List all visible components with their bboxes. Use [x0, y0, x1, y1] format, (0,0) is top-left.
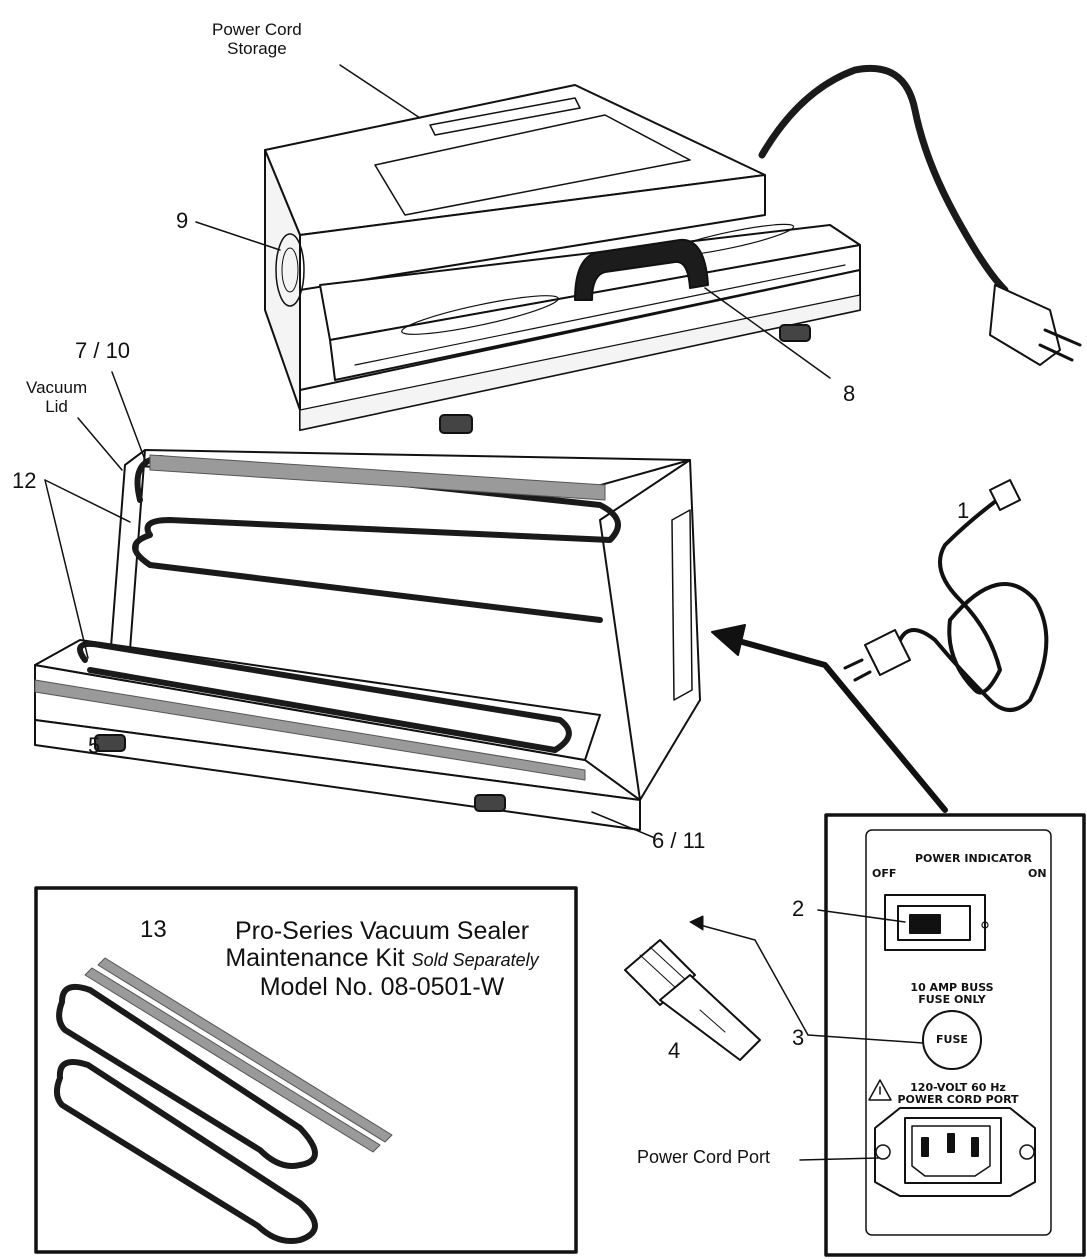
plug-icon — [989, 284, 1082, 366]
control-panel-illustration — [689, 813, 1086, 1257]
callout-3: 3 — [792, 1025, 805, 1050]
callout-vacuum-lid-line2: Lid — [45, 397, 68, 416]
callout-power-cord-storage-line1: Power Cord — [212, 20, 302, 39]
callout-9: 9 — [176, 208, 189, 233]
panel-fuse-note-line1: 10 AMP BUSS — [910, 981, 994, 994]
callout-5: 5 — [88, 733, 101, 758]
sealer-open-illustration — [34, 371, 701, 839]
panel-power-indicator-text: POWER INDICATOR — [915, 852, 1032, 865]
callout-power-cord-port: Power Cord Port — [637, 1147, 771, 1167]
panel-port-note: 120-VOLT 60 Hz POWER CORD PORT — [893, 1082, 1023, 1106]
kit-line2-row: Maintenance Kit Sold Separately — [192, 945, 572, 974]
callout-power-cord-storage: Power Cord Storage — [212, 20, 302, 58]
panel-fuse-note: 10 AMP BUSS FUSE ONLY — [902, 982, 1002, 1006]
panel-fuse-note-line2: FUSE ONLY — [918, 993, 986, 1006]
warning-icon — [868, 1079, 892, 1101]
power-cord-illustration — [843, 479, 1049, 712]
kit-line3: Model No. 08-0501-W — [259, 973, 505, 1001]
callout-6-11: 6 / 11 — [652, 828, 706, 853]
callout-4: 4 — [668, 1038, 681, 1063]
kit-line2: Maintenance Kit — [225, 944, 405, 972]
power-port-icon — [874, 1107, 1036, 1197]
panel-port-note-line2: POWER CORD PORT — [897, 1093, 1019, 1106]
panel-on-text: ON — [1028, 867, 1047, 880]
arrow-to-panel-icon — [711, 624, 948, 813]
callout-12: 12 — [12, 468, 37, 493]
callout-1: 1 — [957, 498, 970, 523]
callout-vacuum-lid: Vacuum Lid — [26, 378, 87, 416]
panel-off-text: OFF — [872, 867, 897, 880]
panel-port-note-line1: 120-VOLT 60 Hz — [910, 1081, 1006, 1094]
callout-2: 2 — [792, 896, 805, 921]
kit-number: 13 — [140, 916, 167, 943]
maintenance-kit-illustration — [34, 886, 578, 1254]
callout-vacuum-lid-line1: Vacuum — [26, 378, 88, 397]
callout-8: 8 — [843, 381, 856, 406]
panel-fuse-text: FUSE — [936, 1033, 968, 1046]
kit-line1: Pro-Series Vacuum Sealer — [234, 917, 530, 945]
fuse-illustration — [624, 939, 761, 1061]
kit-line2-note: Sold Separately — [411, 950, 539, 970]
callout-7-10: 7 / 10 — [75, 338, 131, 363]
sealer-closed-illustration — [195, 64, 1082, 434]
callout-power-cord-storage-line2: Storage — [227, 39, 287, 58]
kit-description: Pro-Series Vacuum Sealer Maintenance Kit… — [192, 918, 572, 1001]
